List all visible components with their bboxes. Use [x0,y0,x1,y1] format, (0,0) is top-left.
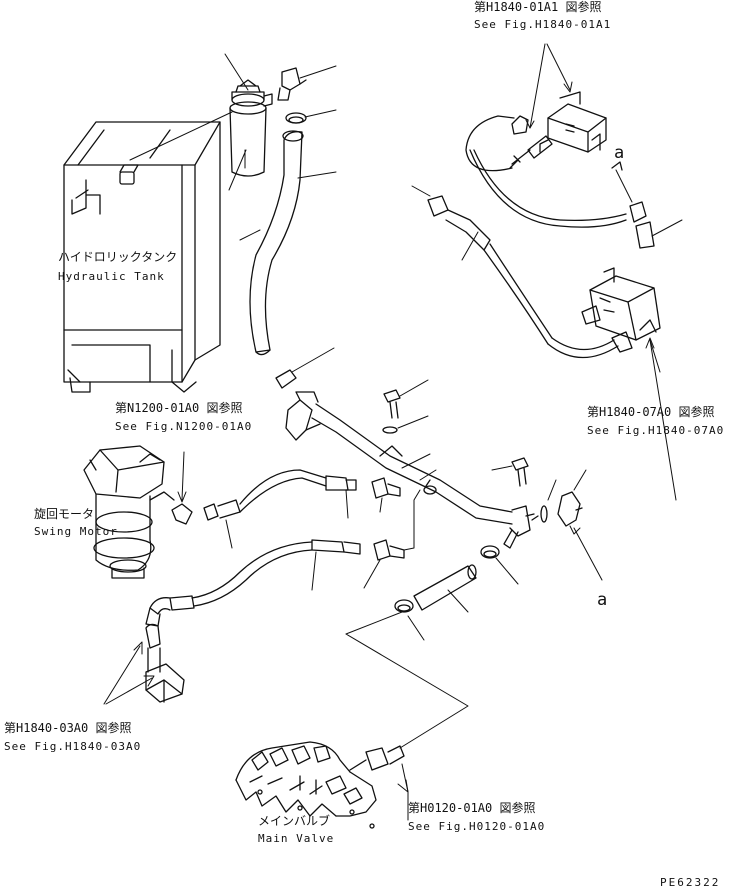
hose-lower [145,539,361,627]
clamp-right-mid [480,545,519,585]
washer-upper [382,415,429,434]
marker-a-top: a [614,143,625,163]
main-valve [235,741,377,829]
ref-label-h1840-01a1-jp: 第H1840-01A1 図参照 [474,0,602,14]
clamp-lower-mid [394,599,425,641]
bolt-right [491,457,529,487]
main-valve-leader [345,611,469,749]
swing-elbow [171,451,193,525]
ref-label-n1200-en: See Fig.N1200-01A0 [115,420,253,433]
center-tube-assembly [285,391,539,549]
elbow-right [557,469,603,581]
pilot-valve-bottom-left [103,623,185,705]
ref-arrows-top [525,43,573,129]
ref-label-h1840-07a0-en: See Fig.H1840-07A0 [587,424,725,437]
ref-label-h1840-01a1-en: See Fig.H1840-01A1 [474,18,612,31]
tank-label-jp: ハイドロリックタンク [58,250,178,264]
ref-label-h1840-03a0-jp: 第H1840-03A0 図参照 [4,721,132,735]
swing-motor-label-jp: 旋回モータ [34,507,95,521]
elbow-fitting-top [277,65,337,101]
ref-label-h1840-03a0-en: See Fig.H1840-03A0 [4,740,142,753]
ref-label-n1200-jp: 第N1200-01A0 図参照 [115,401,243,415]
ref-label-h0120-jp: 第H0120-01A0 図参照 [408,801,536,815]
filter-assembly [224,53,273,191]
pilot-valve-top [509,91,607,169]
adapter-lower [363,489,421,589]
pilot-hose-middle [411,185,633,359]
adapter-upper [371,477,401,513]
pilot-valve-middle [581,267,677,501]
main-valve-fitting [349,745,409,821]
suction-hose [239,130,337,356]
main-valve-label-en: Main Valve [258,832,335,845]
pilot-hose-top [465,115,683,249]
short-hose [413,564,477,613]
hydraulic-tank [63,111,233,393]
swing-motor [83,445,175,579]
hose-clamp-top [285,109,337,124]
drawing-code: PE62322 [660,876,721,889]
oring-right [540,479,557,523]
ref-label-h1840-07a0-jp: 第H1840-07A0 図参照 [587,405,715,419]
ref-label-h0120-en: See Fig.H0120-01A0 [408,820,546,833]
hose-clamp-lower [275,347,335,389]
bolt-upper [383,379,429,419]
swing-motor-label-en: Swing Motor [34,525,118,538]
main-valve-label-jp: メインバルブ [258,814,331,828]
marker-a-bottom: a [597,590,608,610]
tank-label-en: Hydraulic Tank [58,270,165,283]
hose-upper [203,469,357,549]
